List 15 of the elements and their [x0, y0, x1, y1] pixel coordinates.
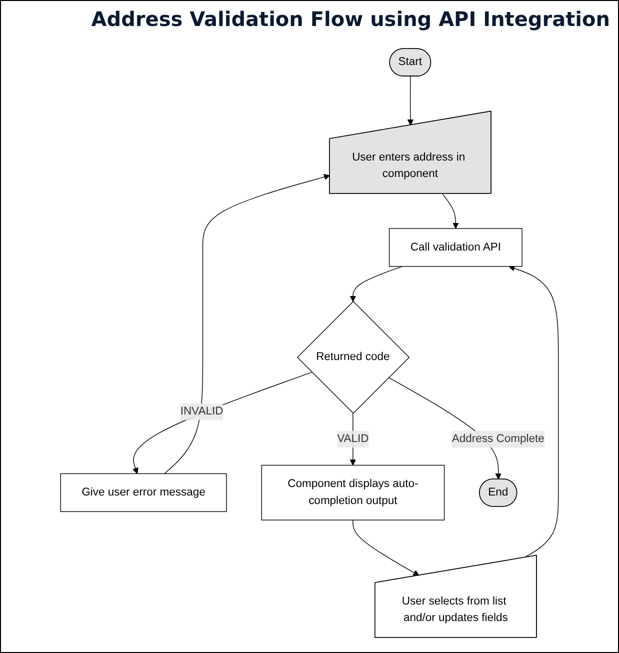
arrow: [442, 192, 459, 228]
arrow: [164, 173, 330, 474]
diagram-title: Address Validation Flow using API Integration: [90, 7, 610, 31]
node-diamond: Returned code: [296, 300, 410, 414]
edge-label: Address Complete: [452, 432, 544, 444]
node-box: Give user error message: [60, 472, 227, 512]
arrow: [352, 519, 420, 576]
arrow: [350, 266, 403, 302]
arrow: [407, 76, 414, 125]
arrow: [508, 264, 559, 558]
edge-label: INVALID: [180, 405, 224, 417]
arrow: [132, 371, 312, 474]
edge-label: VALID: [337, 432, 369, 444]
node-box: Component displays auto-completion output: [261, 464, 445, 520]
node-box: Call validation API: [388, 228, 522, 266]
